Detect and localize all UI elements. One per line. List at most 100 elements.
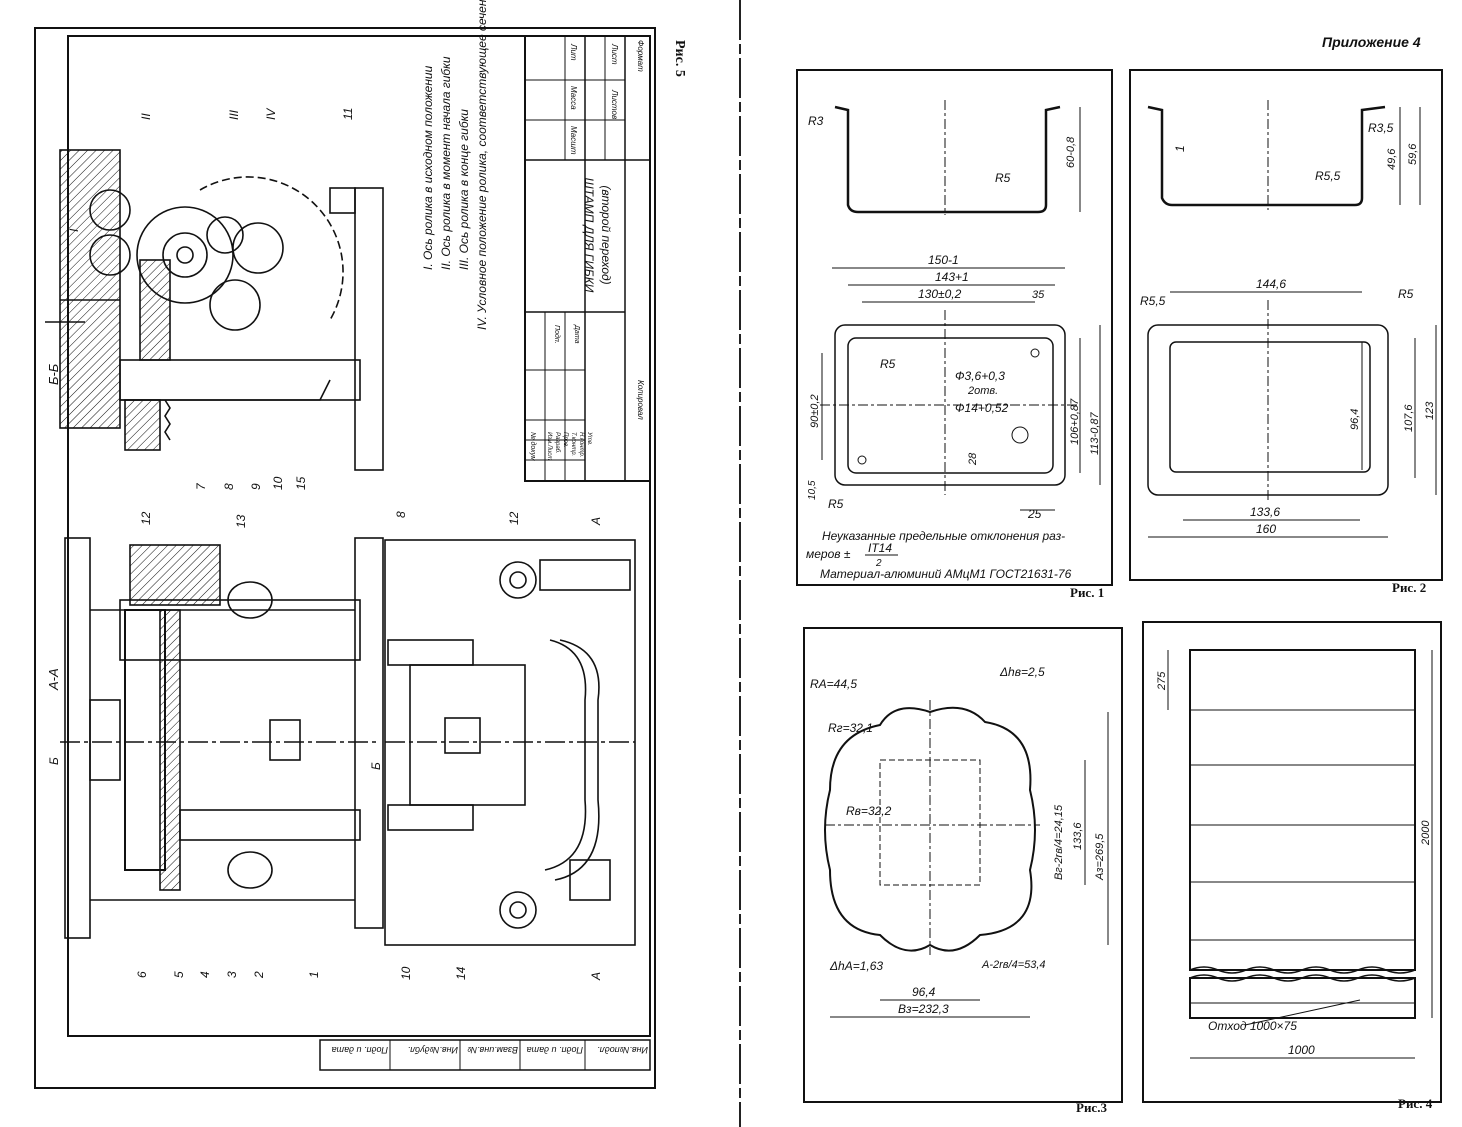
- fig1-caption: Рис. 1: [1070, 585, 1104, 600]
- roman-1: I: [67, 228, 81, 232]
- fig2-dim-r3-5: R3,5: [1368, 121, 1394, 135]
- lower-section-view: [60, 537, 636, 946]
- part-5: 5: [172, 971, 186, 978]
- left-drawing-sheet: ШТАМП ДЛЯ ГИБКИ (второй переход) Лит Мас…: [34, 0, 687, 1089]
- roman-4: IV: [264, 108, 278, 120]
- part-13: 13: [234, 514, 248, 528]
- fig1-dim-60: 60-0,8: [1065, 136, 1077, 168]
- part-2: 2: [252, 971, 266, 979]
- notes-block: I. Ось ролика в исходном положении II. О…: [421, 0, 489, 330]
- title-line-1: ШТАМП ДЛЯ ГИБКИ: [582, 178, 596, 293]
- upper-section-view: [45, 149, 384, 471]
- part-8-top: 8: [222, 483, 236, 490]
- fig2-dim-107-6: 107,6: [1403, 404, 1415, 432]
- strip-1: Подп. и дата: [527, 1045, 583, 1055]
- fig1-dim-r5-mid: R5: [880, 357, 896, 371]
- fig4: 275 2000 Отход 1000×75 1000 Рис. 4: [1142, 621, 1442, 1111]
- fig1-dim-hole: Ф3,6+0,3: [955, 369, 1005, 383]
- section-b-right: Б: [369, 762, 383, 770]
- tb-lit: Лит: [569, 43, 578, 61]
- fig1-dim-phi14: Ф14+0,52: [955, 401, 1009, 415]
- fig2-dim-144-6: 144,6: [1256, 277, 1286, 291]
- tb-masht: Масшт: [569, 126, 578, 155]
- fig4-caption: Рис. 4: [1398, 1096, 1433, 1111]
- title-line-2: (второй переход): [599, 185, 613, 284]
- tb-row-4: Н.контр.: [578, 432, 584, 457]
- tb-copied: Копировал: [636, 380, 645, 420]
- section-bb: Б-Б: [46, 363, 61, 385]
- section-a-top: А: [589, 517, 603, 526]
- tb-headers-1: Подп.: [553, 325, 561, 344]
- tb-row-2: Пров.: [562, 432, 568, 448]
- fig2-dim-96-4: 96,4: [1349, 409, 1361, 430]
- fig1-dim-130: 130±0,2: [918, 287, 962, 301]
- tb-row-3: Т.контр.: [570, 432, 576, 456]
- note-1: II. Ось ролика в момент начала гибки: [439, 56, 453, 270]
- note-0: I. Ось ролика в исходном положении: [421, 65, 435, 270]
- tb-massa: Масса: [569, 86, 578, 110]
- fig1-dim-28: 28: [967, 452, 979, 466]
- fig3-dim-dha: ΔhА=1,63: [829, 959, 883, 973]
- part-11: 11: [341, 108, 355, 120]
- tb-headers-2: Дата: [573, 324, 580, 344]
- part-6: 6: [135, 971, 149, 978]
- fig1-dim-143: 143+1: [935, 270, 969, 284]
- tb-format: Формат: [636, 40, 645, 72]
- fig2-dim-49-6: 49,6: [1386, 148, 1398, 170]
- roman-3: III: [227, 109, 241, 120]
- fig1-dim-r3: R3: [808, 114, 824, 128]
- fig1-note-line1: Неуказанные предельные отклонения раз-: [822, 529, 1065, 543]
- strip-0: Инв.№подл.: [597, 1045, 648, 1055]
- part-3: 3: [225, 971, 239, 978]
- fig4-dim-waste: Отход 1000×75: [1208, 1019, 1297, 1033]
- tb-row-1: Разраб.: [554, 432, 560, 454]
- title-block: ШТАМП ДЛЯ ГИБКИ (второй переход) Лит Мас…: [524, 35, 651, 482]
- fig2-dim-123: 123: [1424, 401, 1436, 420]
- fig2-caption: Рис. 2: [1392, 580, 1426, 595]
- part-7: 7: [194, 482, 208, 490]
- note-2: III. Ось ролика в конце гибки: [457, 109, 471, 270]
- fig3: RA=44,5 Δhв=2,5 Rг=32,1 Rв=32,2 Вг-2rв/4…: [803, 627, 1123, 1115]
- fig1-note-tol: IT14: [868, 541, 892, 555]
- fig1-note-tol-den: 2: [875, 558, 882, 569]
- fig1-dim-10-5: 10,5: [807, 480, 818, 500]
- appendix-title: Приложение 4: [1322, 34, 1421, 50]
- fig4-dim-275: 275: [1156, 671, 1168, 691]
- part-9: 9: [249, 483, 263, 490]
- strip-2: Взам.инв.№: [467, 1045, 518, 1055]
- note-3: IV. Условное положение ролика, соответст…: [475, 0, 489, 330]
- section-aa: А-А: [46, 668, 61, 691]
- tb-sheets: Листов: [610, 89, 619, 119]
- fig4-dim-2000: 2000: [1420, 820, 1432, 846]
- fig2-dim-133-6: 133,6: [1250, 505, 1280, 519]
- fig3-dim-a2r: А-2rв/4=53,4: [981, 959, 1046, 971]
- fig4-dim-1000: 1000: [1288, 1043, 1315, 1057]
- fig3-dim-96-4: 96,4: [912, 985, 936, 999]
- fig1-dim-r5-top: R5: [995, 171, 1011, 185]
- part-10-bottom: 10: [399, 966, 413, 980]
- fig2-dim-r5-5-top: R5,5: [1315, 169, 1341, 183]
- part-15: 15: [294, 476, 308, 490]
- fig1-dim-150: 150-1: [928, 253, 959, 267]
- fig1-dim-106: 106+0,87: [1069, 398, 1081, 445]
- section-b-left: Б: [47, 757, 61, 765]
- tb-row-5: Утв.: [586, 431, 592, 446]
- fig2-dim-r5-5: R5,5: [1140, 294, 1166, 308]
- part-1: 1: [307, 971, 321, 978]
- fig2-dim-1: 1: [1173, 145, 1187, 152]
- part-10-top: 10: [271, 476, 285, 490]
- strip-3: Инв.№дубл.: [408, 1045, 458, 1055]
- fig1-dim-35: 35: [1032, 289, 1045, 301]
- fig1-material: Материал-алюминий АМцМ1 ГОСТ21631-76: [820, 567, 1072, 581]
- part-8-bottom: 8: [394, 511, 408, 518]
- tb-headers-0: № докум: [529, 432, 537, 461]
- fig1-dim-r5-bottom: R5: [828, 497, 844, 511]
- fig2: 1 R3,5 49,6 59,6 R5,5 144,6 R5,5 R5 96,4…: [1129, 69, 1443, 595]
- fig1-dim-113: 113-0,87: [1089, 412, 1101, 455]
- part-12-right: 12: [507, 511, 521, 525]
- fig1: R3 R5 60-0,8 150-1 143+1 130±0,2 35 R5 Ф…: [796, 69, 1113, 600]
- roman-2: II: [139, 113, 153, 120]
- bottom-strip: Инв.№подл. Подп. и дата Взам.инв.№ Инв.№…: [319, 1039, 651, 1071]
- tb-sheet: Лист: [610, 43, 619, 65]
